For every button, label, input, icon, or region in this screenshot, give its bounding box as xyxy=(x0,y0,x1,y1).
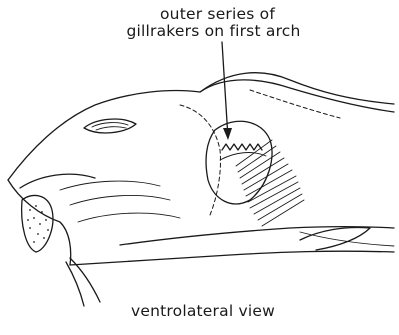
view-caption: ventrolateral view xyxy=(131,302,275,320)
annotation-arrow-head xyxy=(223,128,232,140)
opercle-edge xyxy=(180,105,221,215)
jaw-outline xyxy=(8,180,71,265)
dorsal-profile xyxy=(200,73,394,104)
eye-outline xyxy=(84,119,136,133)
lip-pad xyxy=(22,195,53,252)
annotation-line-2: gillrakers on first arch xyxy=(14,22,399,40)
belly-outline xyxy=(70,251,394,265)
annotation-line-1: outer series of xyxy=(18,5,399,23)
gill-opening xyxy=(206,121,272,204)
pectoral-fin xyxy=(300,228,370,251)
gillrakers-outer xyxy=(222,144,262,150)
